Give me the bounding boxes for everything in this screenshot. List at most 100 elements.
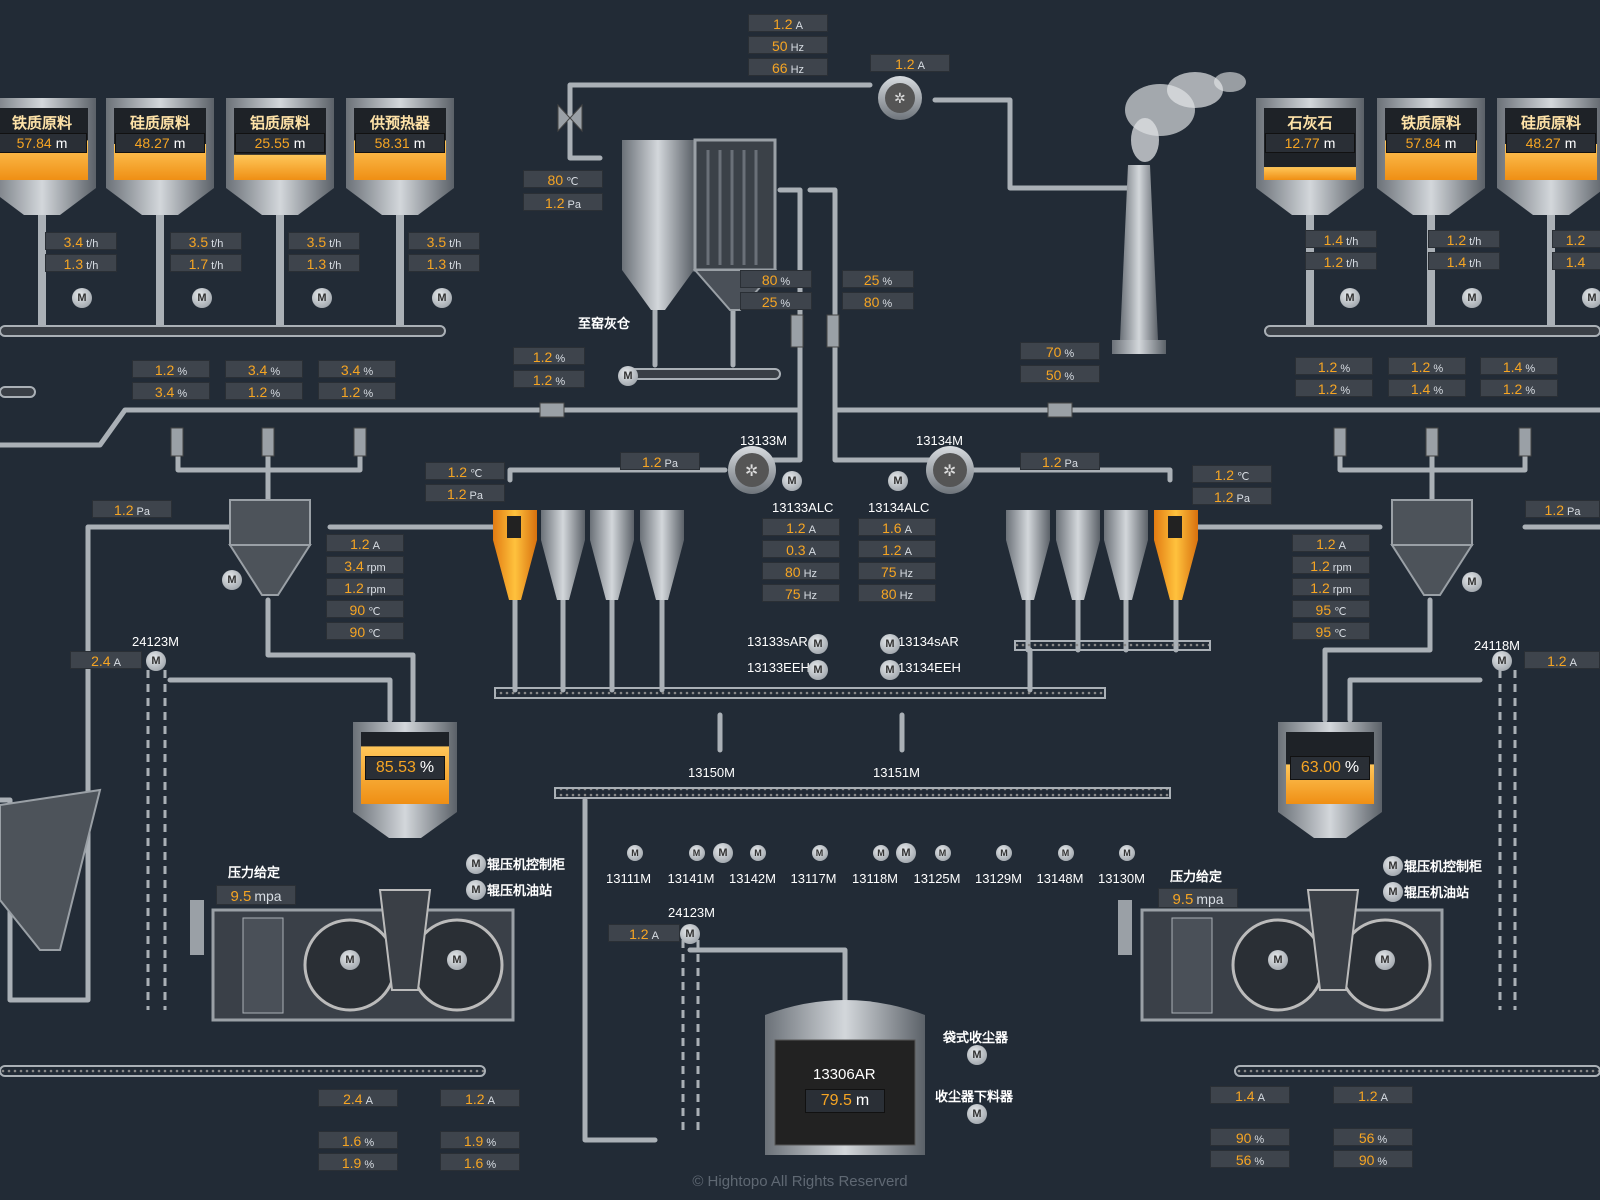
label-collector_feeder: 收尘器下料器 <box>935 1090 1014 1105</box>
motor-icon[interactable]: M <box>222 570 242 590</box>
setpoint-value: 9.5 <box>230 888 252 905</box>
motor-icon[interactable]: M <box>1492 651 1512 671</box>
motor-icon[interactable]: M <box>1383 856 1403 876</box>
readout-v1: 80% <box>740 270 812 288</box>
label-press_l: 压力给定 <box>228 866 281 881</box>
readout-unit: % <box>1340 385 1351 397</box>
readout-value: 1.4 <box>1410 381 1431 397</box>
readout-value: 1.2 <box>154 362 175 378</box>
motor-label-13141M: 13141M <box>667 871 715 886</box>
readout-value: 1.7 <box>188 256 209 272</box>
silo-right-0[interactable] <box>1256 98 1364 325</box>
motor-icon[interactable]: M <box>880 634 900 654</box>
readout-ls4: 90℃ <box>326 600 404 618</box>
motor-icon[interactable]: M <box>466 880 486 900</box>
hopper-left[interactable] <box>353 722 457 838</box>
readout-value: 0.3 <box>786 542 806 558</box>
roller-motor-icon[interactable]: M <box>447 950 467 970</box>
roller-motor-icon[interactable]: M <box>1375 950 1395 970</box>
motor-13148M[interactable]: M <box>1057 845 1074 861</box>
motor-icon[interactable]: M <box>967 1104 987 1124</box>
readout-value: 90 <box>1358 1152 1375 1168</box>
readout-unit: % <box>1433 385 1444 397</box>
readout-unit: t/h <box>211 238 224 250</box>
readout-rf3a: 1.2 <box>1552 230 1600 248</box>
roller-motor-icon[interactable]: M <box>1268 950 1288 970</box>
motor-13118M[interactable]: M <box>873 845 889 861</box>
motor-13129M[interactable]: M <box>996 845 1012 861</box>
motor-icon[interactable]: M <box>192 288 212 308</box>
readout-unit: t/h <box>329 260 342 272</box>
svg-text:✲: ✲ <box>894 91 906 107</box>
readout-unit: Hz <box>803 568 818 580</box>
readout-value: 90 <box>349 624 366 640</box>
motor-icon[interactable]: M <box>967 1045 987 1065</box>
motor-icon[interactable]: M <box>888 471 908 491</box>
readout-value: 75 <box>880 564 897 580</box>
readout-unit: A <box>372 540 380 552</box>
copyright-footer: © Hightopo All Rights Reserverd <box>692 1173 908 1190</box>
motor-icon[interactable]: M <box>713 843 733 863</box>
motor-icon[interactable]: M <box>896 843 916 863</box>
motor-icon[interactable]: M <box>312 288 332 308</box>
readout-value: 1.2 <box>447 464 468 480</box>
readout-rp1a: 1.2% <box>1295 357 1373 375</box>
readout-b3: 1.6% <box>318 1131 398 1149</box>
motor-icon[interactable]: M <box>808 634 828 654</box>
label-press_r: 压力给定 <box>1170 870 1223 885</box>
readout-unit: t/h <box>86 238 99 250</box>
motor-label-13125M: 13125M <box>913 871 961 886</box>
readout-value: 2.4 <box>91 653 111 669</box>
motor-icon[interactable]: M <box>1383 882 1403 902</box>
roller-motor-icon[interactable]: M <box>340 950 360 970</box>
motor-icon[interactable]: M <box>808 660 828 680</box>
readout-b11: 56% <box>1210 1150 1290 1168</box>
motor-icon[interactable]: M <box>466 854 486 874</box>
motor-13142M[interactable]: M <box>750 845 766 861</box>
motor-13125M[interactable]: M <box>934 845 951 861</box>
motor-icon[interactable]: M <box>432 288 452 308</box>
hopper-right[interactable] <box>1278 722 1382 838</box>
motor-13117M[interactable]: M <box>811 845 828 861</box>
motor-13111M[interactable]: M <box>627 845 643 861</box>
motor-icon[interactable]: M <box>1582 288 1600 308</box>
hopper-level-readout: 85.53% <box>365 756 445 780</box>
motor-icon[interactable]: M <box>618 366 638 386</box>
motor-icon[interactable]: M <box>146 651 166 671</box>
hopper-level-readout: 63.00% <box>1290 756 1370 780</box>
readout-unit: Pa <box>136 506 150 518</box>
readout-unit: % <box>363 388 374 400</box>
label-eeh13133: 13133EEH <box>747 660 810 675</box>
readout-value: 1.4 <box>1446 254 1467 270</box>
motor-icon[interactable]: M <box>1340 288 1360 308</box>
readout-value: 1.2 <box>642 454 662 470</box>
readout-value: 56 <box>1235 1152 1252 1168</box>
motor-13130M[interactable]: M <box>1119 845 1135 861</box>
readout-unit: Pa <box>1567 506 1581 518</box>
readout-value: 1.3 <box>306 256 327 272</box>
readout-filter_t: 80℃ <box>523 170 603 188</box>
motor-icon[interactable]: M <box>1462 288 1482 308</box>
motor-icon[interactable]: M <box>72 288 92 308</box>
silo-level-value: 25.55 <box>254 135 290 151</box>
readout-unit: ℃ <box>1334 628 1347 640</box>
motor-icon[interactable]: M <box>782 471 802 491</box>
motor-13141M[interactable]: M <box>688 845 705 861</box>
silo-level-unit: m <box>413 135 426 151</box>
motor-icon[interactable]: M <box>680 924 700 944</box>
motor-icon[interactable]: M <box>880 660 900 680</box>
readout-rv1: 70% <box>1020 342 1100 360</box>
motor-icon[interactable]: M <box>1462 572 1482 592</box>
readout-value: 1.2 <box>629 926 649 942</box>
